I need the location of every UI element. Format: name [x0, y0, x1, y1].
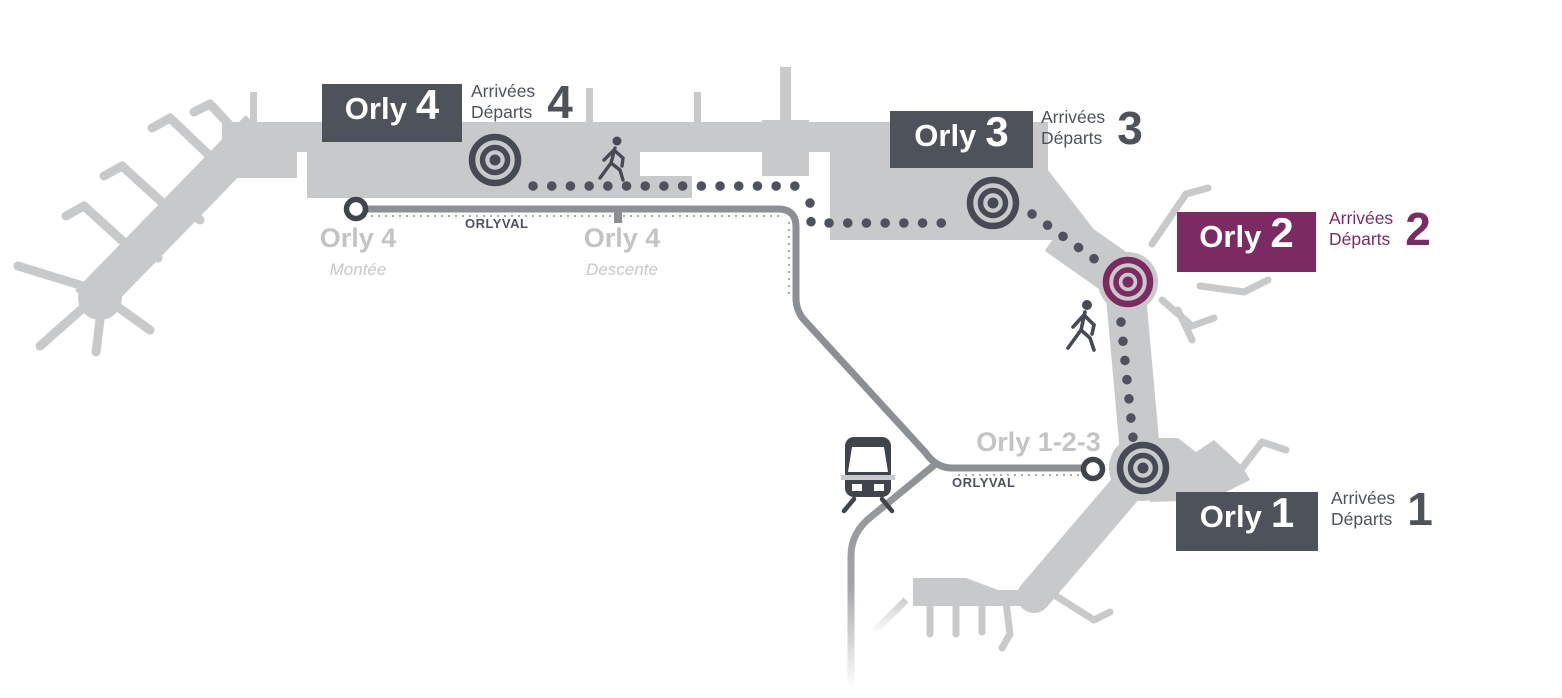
terminal-number: 3 [985, 108, 1009, 155]
orly-4-west-pier [13, 99, 273, 357]
departures-label: Départs [1331, 509, 1393, 529]
departures-label: Départs [1041, 128, 1103, 148]
terminal-name: Orly [1199, 499, 1262, 534]
access-target-icon-orly-3 [966, 176, 1020, 230]
station-direction: Montée [329, 259, 387, 279]
terminal-number: 2 [1270, 209, 1294, 256]
arrivals-label: Arrivées [471, 81, 536, 101]
orlyval-line-label: ORLYVAL [465, 216, 529, 231]
access-target-icon-orly-1 [1116, 441, 1170, 495]
platform-tick [614, 209, 622, 223]
terminal-levels-orly-2: Arrivées Départs 2 [1329, 206, 1431, 252]
station-label-orly-4-montee: Orly 4 Montée [310, 223, 406, 280]
terminal-name: Orly [1199, 219, 1262, 254]
terminal-name: Orly [914, 118, 977, 153]
arrivals-label: Arrivées [1331, 488, 1396, 508]
train-icon [841, 437, 895, 514]
terminal-badge-orly-3[interactable]: Orly 3 [890, 111, 1033, 168]
terminal-levels-orly-4: Arrivées Départs 4 [471, 79, 573, 125]
orlyval-line-label: ORLYVAL [952, 475, 1016, 490]
terminal-level-number: 3 [1117, 102, 1143, 154]
terminal-levels-orly-1: Arrivées Départs 1 [1331, 486, 1433, 532]
terminal-level-number: 4 [547, 76, 573, 128]
departures-label: Départs [1329, 229, 1391, 249]
access-target-icon-orly-2 [1102, 256, 1154, 308]
walking-person-icon [598, 136, 625, 182]
terminal-badge-orly-2[interactable]: Orly 2 [1177, 212, 1316, 272]
departures-label: Départs [471, 102, 533, 122]
station-label-orly-4-descente: Orly 4 Descente [574, 223, 670, 280]
station-direction: Descente [586, 259, 658, 279]
station-name: Orly 4 [319, 223, 397, 253]
walkway-dotted-path [528, 181, 1138, 443]
terminal-number: 4 [415, 81, 440, 128]
terminal-levels-orly-3: Arrivées Départs 3 [1041, 105, 1143, 151]
terminal-level-number: 2 [1405, 203, 1431, 255]
orlyval-station-icon [343, 196, 1106, 482]
arrivals-label: Arrivées [1329, 208, 1394, 228]
access-target-icon-orly-4 [468, 133, 522, 187]
station-name: Orly 4 [583, 223, 661, 253]
terminal-name: Orly [344, 91, 407, 126]
terminal-badge-orly-1[interactable]: Orly 1 [1176, 492, 1318, 551]
arrivals-label: Arrivées [1041, 107, 1106, 127]
terminal-number: 1 [1270, 489, 1295, 536]
station-label-orly-1-2-3: Orly 1-2-3 [966, 427, 1111, 458]
orlyval-line [360, 205, 1086, 688]
terminal-badge-orly-4[interactable]: Orly 4 [322, 84, 462, 142]
terminal-level-number: 1 [1407, 483, 1433, 535]
walking-person-icon [1066, 300, 1096, 352]
station-name: Orly 1-2-3 [976, 427, 1101, 457]
